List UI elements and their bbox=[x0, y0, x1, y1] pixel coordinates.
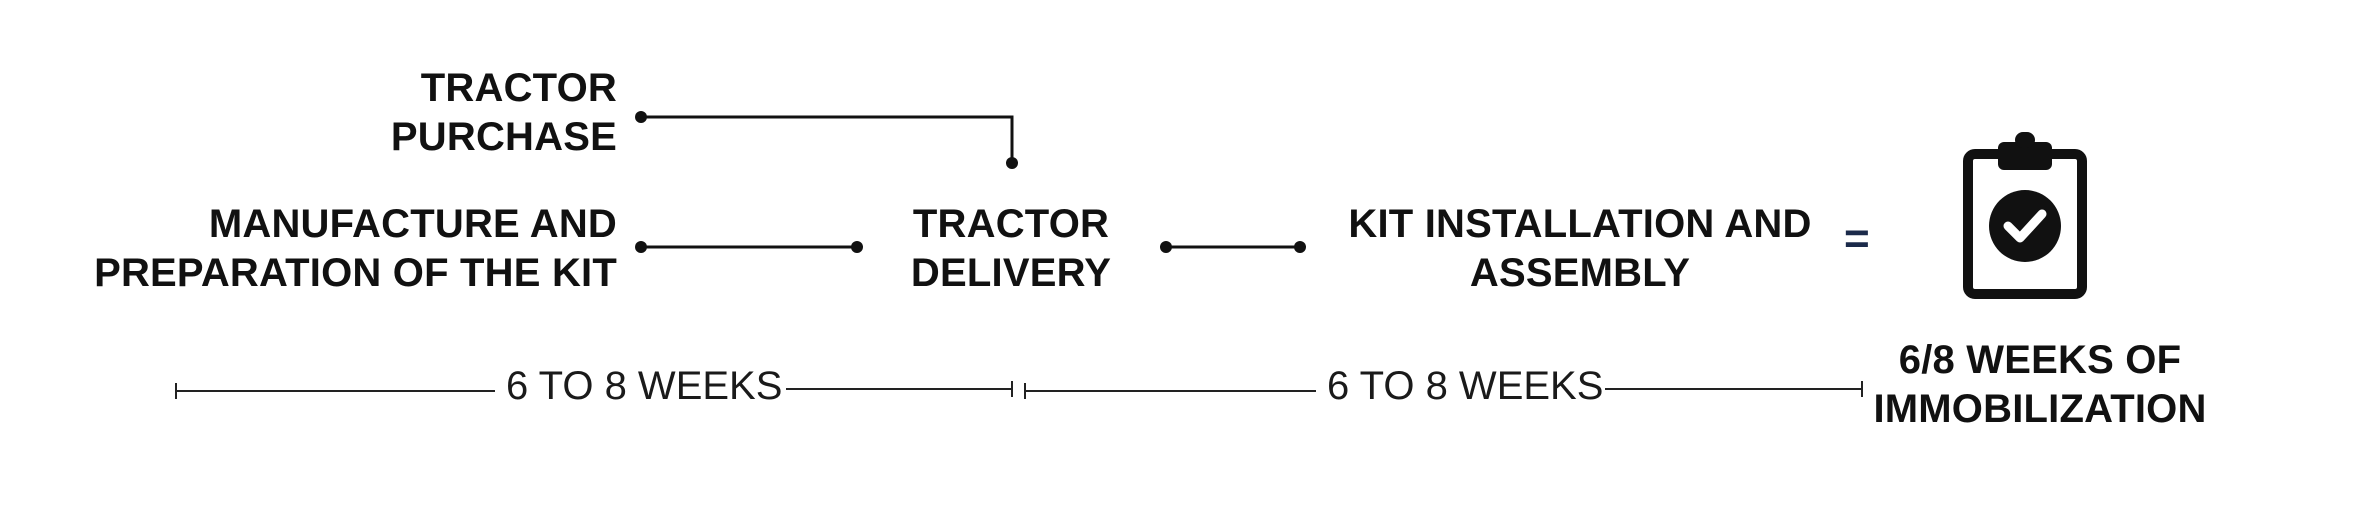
connector-dot bbox=[1006, 157, 1018, 169]
result-line-2: IMMOBILIZATION bbox=[1873, 387, 2207, 431]
kit-installation-line-2: ASSEMBLY bbox=[1469, 251, 1691, 295]
duration-second: 6 TO 8 WEEKS bbox=[1327, 364, 1604, 408]
tractor-delivery-line-1: TRACTOR bbox=[912, 202, 1110, 246]
connector-dot bbox=[635, 111, 647, 123]
kit-installation-label: KIT INSTALLATION AND ASSEMBLY bbox=[1330, 200, 1830, 298]
kit-manufacture-label: MANUFACTURE AND PREPARATION OF THE KIT bbox=[94, 200, 617, 298]
connector-dot bbox=[635, 241, 647, 253]
purchase-to-delivery-connector bbox=[641, 115, 1014, 163]
connector-dot bbox=[851, 241, 863, 253]
tractor-delivery-label: TRACTOR DELIVERY bbox=[900, 200, 1122, 298]
kit-manufacture-line-1: MANUFACTURE AND bbox=[208, 202, 617, 246]
result-line-1: 6/8 WEEKS OF bbox=[1898, 338, 2182, 382]
timeline-segment-second bbox=[1024, 381, 1863, 399]
tractor-delivery-line-2: DELIVERY bbox=[910, 251, 1112, 295]
clipboard-check-icon bbox=[1963, 132, 2087, 299]
connector-dot bbox=[1160, 241, 1172, 253]
tractor-purchase-line-1: TRACTOR bbox=[420, 66, 617, 110]
kit-installation-line-1: KIT INSTALLATION AND bbox=[1348, 202, 1812, 246]
connector-dot bbox=[1294, 241, 1306, 253]
kit-manufacture-line-2: PREPARATION OF THE KIT bbox=[94, 251, 617, 295]
timeline-segment-first bbox=[175, 381, 1013, 399]
tractor-purchase-line-2: PURCHASE bbox=[390, 115, 617, 159]
immobilization-result-label: 6/8 WEEKS OF IMMOBILIZATION bbox=[1870, 336, 2210, 434]
duration-first: 6 TO 8 WEEKS bbox=[506, 364, 783, 408]
equals-sign: = bbox=[1844, 214, 1870, 263]
tractor-purchase-label: TRACTOR PURCHASE bbox=[391, 64, 617, 162]
